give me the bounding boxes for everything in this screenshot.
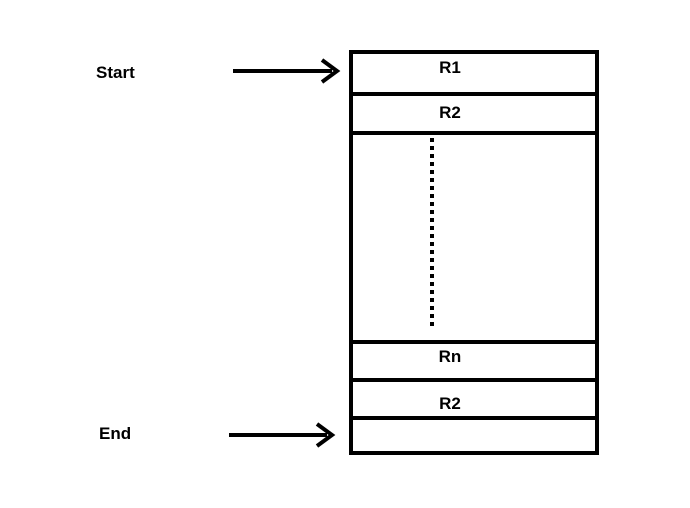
end-label: End <box>99 424 131 443</box>
record-separators <box>351 92 597 420</box>
records-block <box>349 50 599 455</box>
record-label-rn: Rn <box>439 347 462 366</box>
record-label-r2-last: R2 <box>439 394 461 413</box>
start-label: Start <box>96 63 135 82</box>
record-label-r2: R2 <box>439 103 461 122</box>
start-arrow <box>233 58 341 84</box>
record-label-r1: R1 <box>439 58 461 77</box>
end-arrow <box>229 422 336 448</box>
